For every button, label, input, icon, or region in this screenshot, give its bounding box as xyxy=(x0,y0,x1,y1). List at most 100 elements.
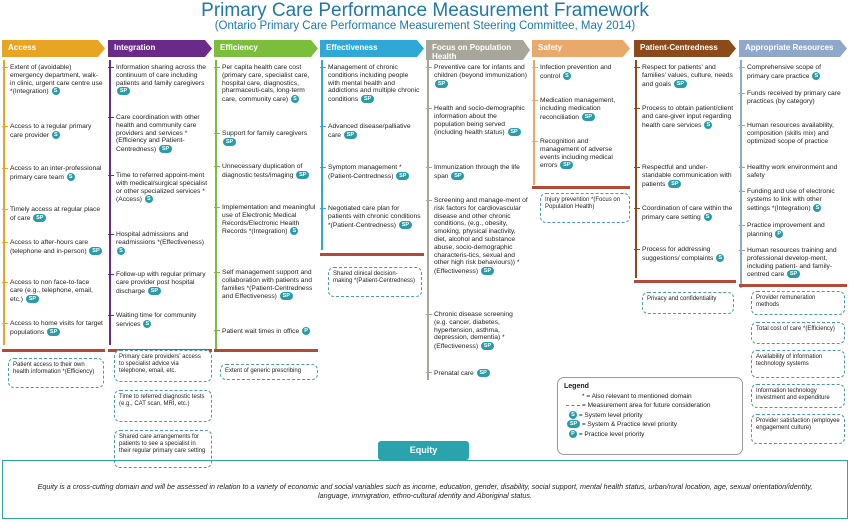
system-practice-priority-icon: SP xyxy=(507,128,521,137)
system-priority-icon: S xyxy=(813,203,822,212)
access-item-4: Timely access at regular place of care S… xyxy=(2,206,103,222)
practice-priority-icon: P xyxy=(569,429,577,438)
focus-item-5: Chronic disease screening (e.g. cancer, … xyxy=(426,311,528,351)
patient-item-3: Respectful and under-standable communica… xyxy=(634,164,734,188)
patient-connector xyxy=(635,60,637,278)
integration-item-6: Waiting time for community services S xyxy=(108,312,210,328)
page-title: Primary Care Performance Measurement Fra… xyxy=(201,0,649,21)
integration-future-1: Primary care providers' access to specia… xyxy=(114,350,212,382)
header-appropriate-resources: Appropriate Resources xyxy=(739,40,847,57)
resources-connector xyxy=(740,60,742,288)
integration-item-2: Care coordination with other health and … xyxy=(108,114,210,154)
system-priority-icon: S xyxy=(51,130,60,139)
legend-system: S = System level priority xyxy=(564,410,736,421)
system-practice-priority-icon: SP xyxy=(159,145,173,154)
column-integration: Integration Information sharing across t… xyxy=(108,40,212,468)
legend-title: Legend xyxy=(564,383,589,390)
equity-box xyxy=(2,460,848,519)
system-practice-priority-icon: SP xyxy=(398,220,412,229)
resources-item-2: Funds received by primary care practices… xyxy=(739,90,845,106)
system-practice-priority-icon: SP xyxy=(343,130,357,139)
patient-item-2: Process to obtain patient/client and car… xyxy=(634,105,734,129)
column-safety: Safety Infection prevention and control … xyxy=(532,40,630,223)
column-effectiveness: Effectiveness Management of chronic cond… xyxy=(320,40,424,297)
safety-item-2: Medication management, including medicat… xyxy=(532,97,628,121)
system-priority-icon: S xyxy=(716,253,725,262)
integration-item-5: Follow-up with regular primary care prov… xyxy=(108,271,210,295)
system-priority-icon: S xyxy=(562,71,571,80)
patient-item-5: Process for addressing suggestions/ comp… xyxy=(634,246,734,262)
legend-dashed: = Measurement area for future considerat… xyxy=(564,401,736,411)
header-patient-centredness: Patient-Centredness xyxy=(634,40,736,57)
effectiveness-item-2: Advanced disease/palliative care SP xyxy=(320,123,422,139)
resources-future-3: Availability of information technology s… xyxy=(751,350,845,378)
legend-system-practice: SP = System & Practice level priority xyxy=(564,420,736,430)
effectiveness-future-1: Shared clinical decision-making *(Patien… xyxy=(328,267,422,297)
column-focus-population-health: Focus on Population Health Preventive ca… xyxy=(426,40,530,380)
integration-item-3: Time to referred appoint-ment with medic… xyxy=(108,172,210,204)
system-practice-priority-icon: SP xyxy=(567,420,580,429)
patient-future-1: Privacy and confidentiality xyxy=(642,292,734,314)
system-priority-icon: S xyxy=(703,212,712,221)
focus-item-4: Screening and manage-ment of risk factor… xyxy=(426,197,528,276)
legend-practice: P = Practice level priority xyxy=(564,429,736,440)
system-priority-icon: S xyxy=(290,227,299,236)
column-appropriate-resources: Appropriate Resources Comprehensive scop… xyxy=(739,40,847,444)
access-item-7: Access to home visits for target populat… xyxy=(2,320,103,336)
system-practice-priority-icon: SP xyxy=(673,79,687,88)
system-practice-priority-icon: SP xyxy=(435,79,448,88)
patient-separator xyxy=(634,280,736,283)
focus-item-1: Preventive care for infants and children… xyxy=(426,64,528,88)
system-priority-icon: S xyxy=(117,246,125,255)
system-practice-priority-icon: SP xyxy=(581,112,595,121)
efficiency-future-1: Extent of generic prescribing xyxy=(220,364,318,380)
header-access: Access xyxy=(2,40,105,57)
system-practice-priority-icon: SP xyxy=(480,342,494,351)
legend-asterisk: * = Also relevant to mentioned domain xyxy=(582,392,692,400)
system-practice-priority-icon: SP xyxy=(480,267,494,276)
effectiveness-separator xyxy=(320,253,424,256)
integration-item-4: Hospital admissions and readmissions *(E… xyxy=(108,231,210,255)
effectiveness-item-4: Negotiated care plan for patients with c… xyxy=(320,205,422,229)
dashed-line-icon xyxy=(566,405,580,406)
resources-future-4: Information technology investment and ex… xyxy=(751,384,845,408)
efficiency-item-3: Unnecessary duplication of diagnostic te… xyxy=(214,163,316,179)
system-practice-priority-icon: SP xyxy=(25,294,39,303)
safety-item-1: Infection prevention and control S xyxy=(532,64,628,80)
efficiency-item-6: Patient wait times in office P xyxy=(214,327,316,336)
legend: Legend * = Also relevant to mentioned do… xyxy=(557,377,743,455)
patient-item-4: Coordination of care within the primary … xyxy=(634,205,734,221)
equity-description: Equity is a cross-cutting domain and wil… xyxy=(37,482,813,500)
focus-item-6: Prenatal care SP xyxy=(426,369,528,378)
safety-future-1: Injury prevention *(Focus on Population … xyxy=(540,193,630,223)
system-priority-icon: S xyxy=(143,319,152,328)
equity-label: Equity xyxy=(378,441,469,460)
resources-item-1: Comprehensive scope of primary care prac… xyxy=(739,64,845,80)
access-connector xyxy=(3,60,5,345)
focus-item-2: Health and socio-demographic information… xyxy=(426,105,528,137)
effectiveness-connector xyxy=(321,60,323,250)
safety-separator xyxy=(532,186,630,189)
system-priority-icon: S xyxy=(812,71,821,80)
resources-item-6: Practice improvement and planning P xyxy=(739,222,845,238)
header-integration: Integration xyxy=(108,40,212,57)
system-practice-priority-icon: SP xyxy=(279,292,293,301)
integration-item-1: Information sharing across the continuum… xyxy=(108,64,210,96)
column-access: Access Extent of (avoidable) emergency d… xyxy=(2,40,105,388)
access-item-3: Access to an inter-professional primary … xyxy=(2,165,103,181)
header-effectiveness: Effectiveness xyxy=(320,40,424,57)
system-practice-priority-icon: SP xyxy=(47,327,61,336)
safety-item-3: Recognition and management of adverse ev… xyxy=(532,138,628,170)
safety-connector xyxy=(533,60,535,185)
efficiency-connector xyxy=(215,60,217,350)
access-item-1: Extent of (avoidable) emergency departme… xyxy=(2,64,103,96)
patient-item-1: Respect for patients' and families' valu… xyxy=(634,64,734,88)
system-priority-icon: S xyxy=(704,120,713,129)
focus-connector xyxy=(427,60,429,380)
effectiveness-item-1: Management of chronic conditions includi… xyxy=(320,64,422,104)
header-safety: Safety xyxy=(532,40,630,57)
efficiency-separator xyxy=(214,349,318,352)
integration-future-3: Shared care arrangements for patients to… xyxy=(114,430,212,468)
resources-separator xyxy=(739,284,847,287)
system-practice-priority-icon: SP xyxy=(117,87,130,96)
